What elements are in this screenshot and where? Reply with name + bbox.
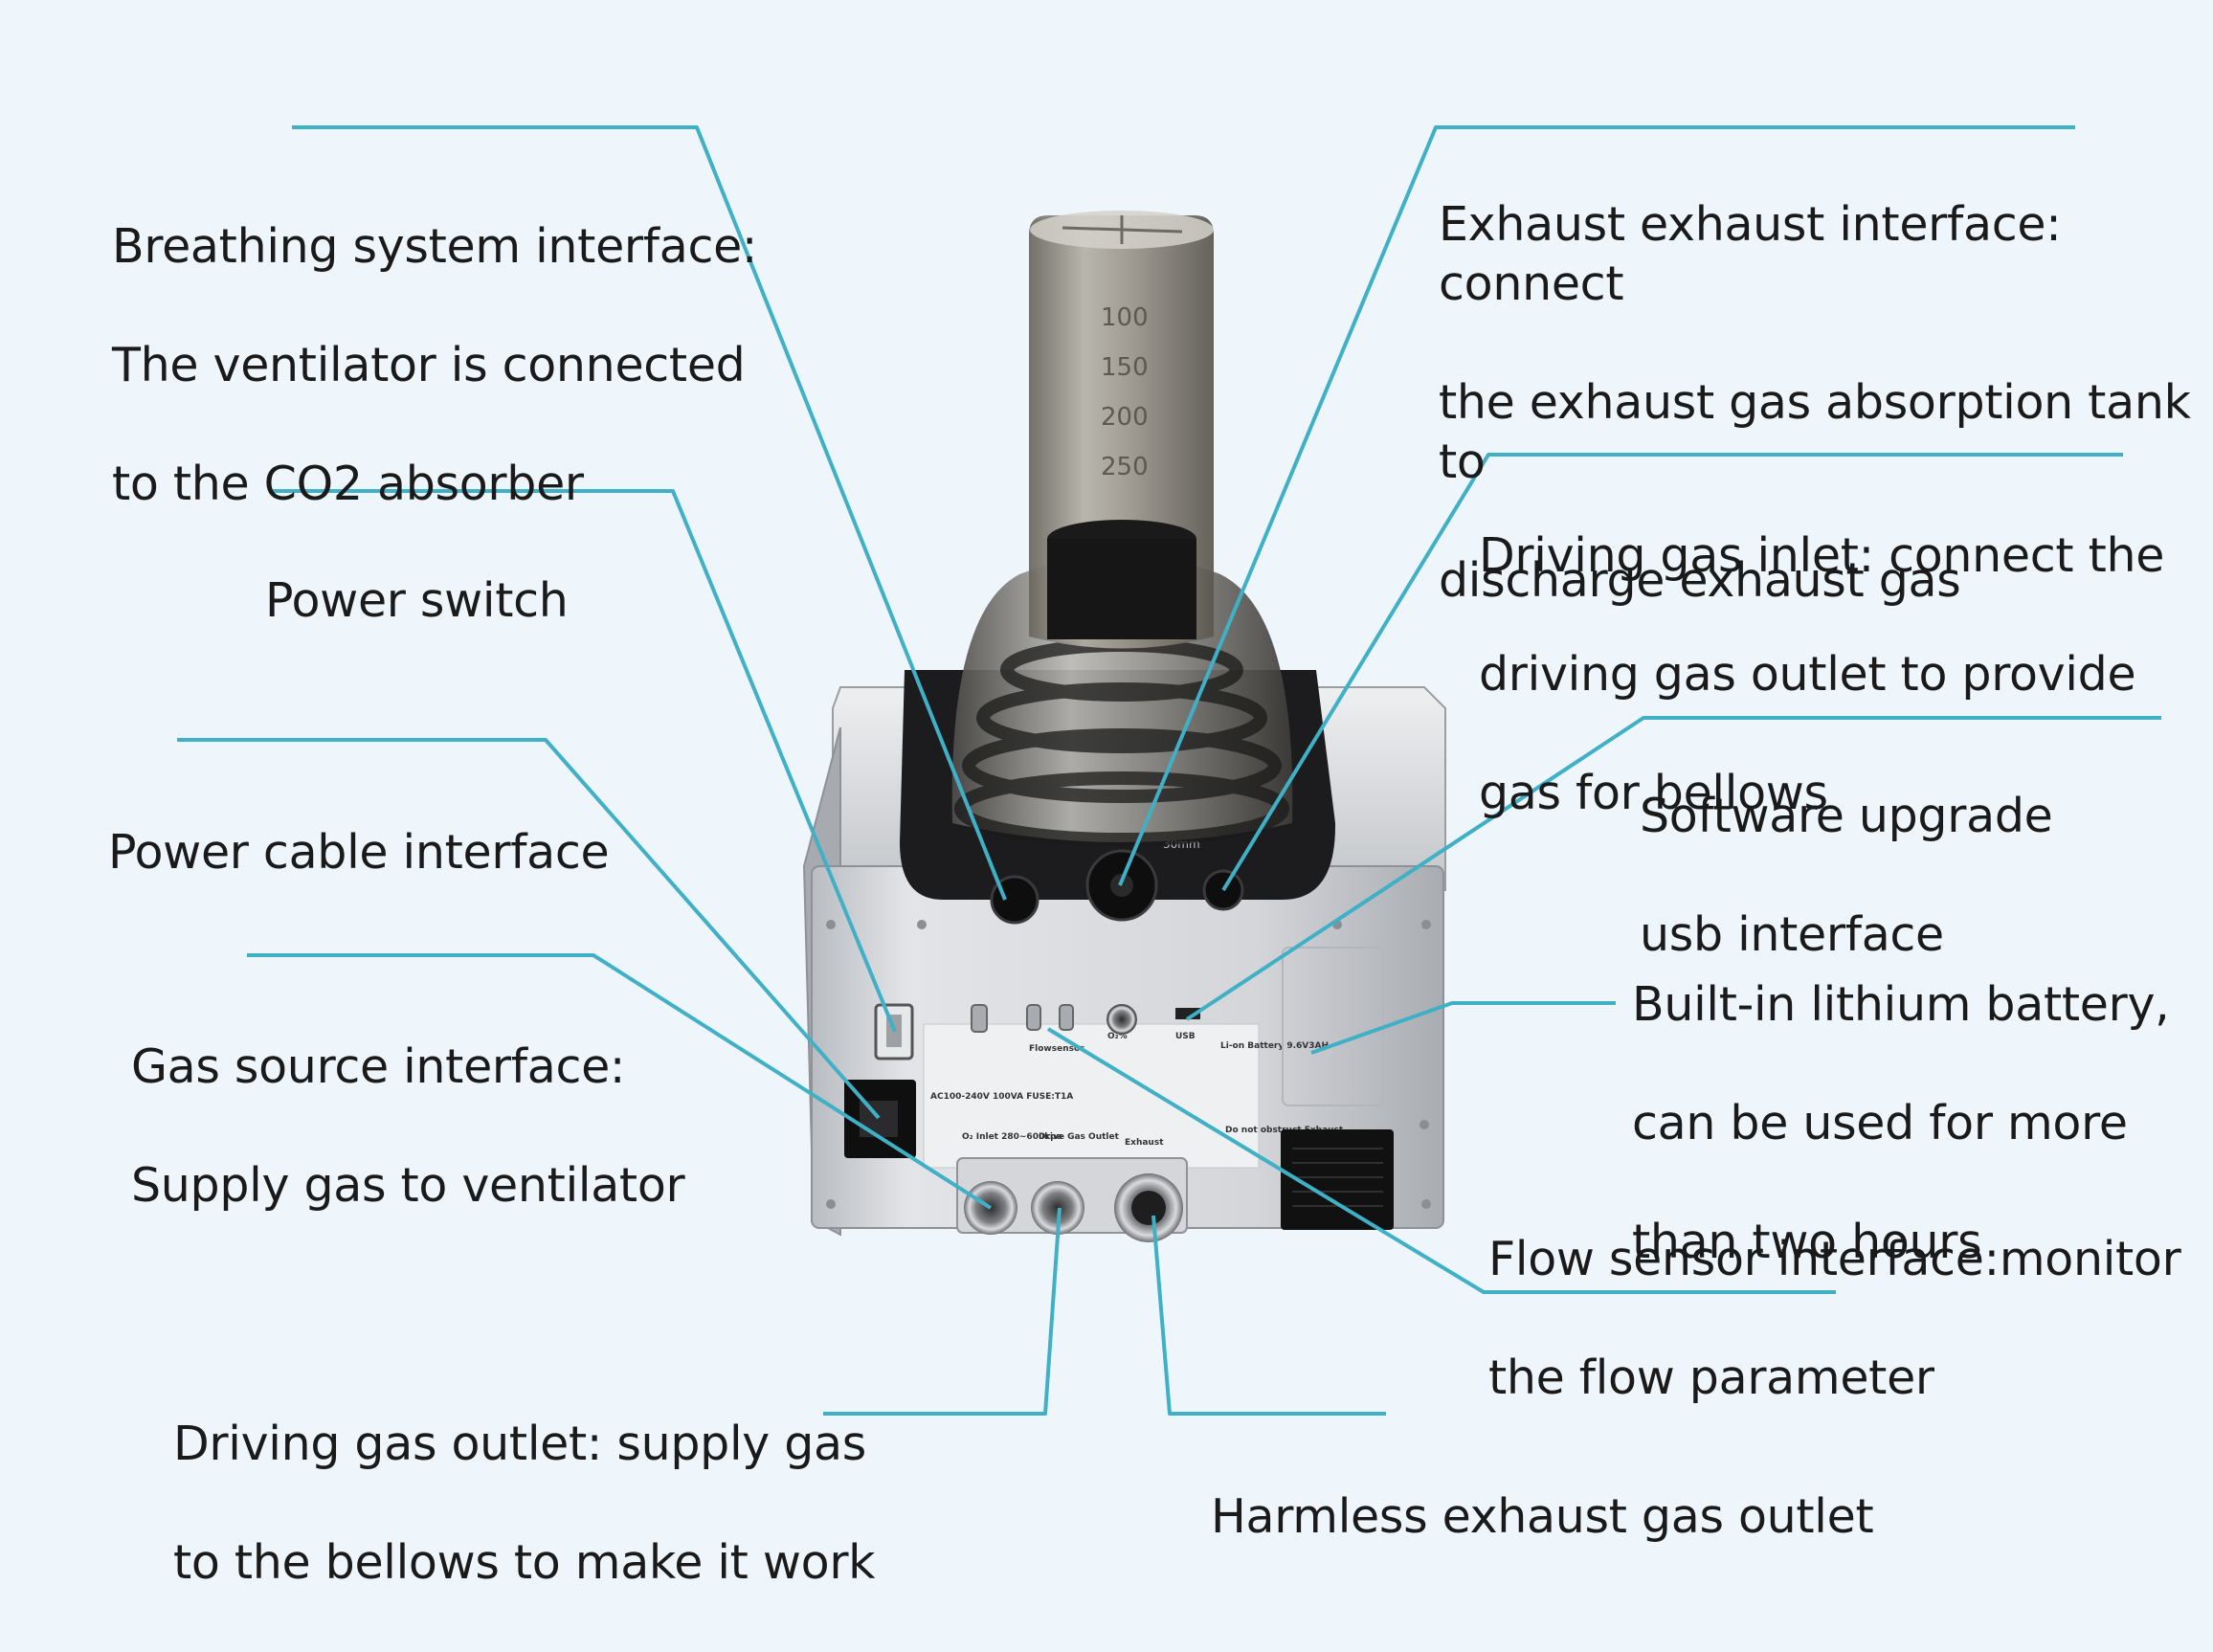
scale-mark-200: 200 [1101,403,1149,432]
callout-driving-gas-outlet: Driving gas outlet: supply gas to the be… [173,1355,876,1652]
callout-driving-gas-outlet-line-1: Driving gas outlet: supply gas [173,1417,867,1471]
cooling-fan [1281,1129,1394,1230]
callout-battery-line-3: than two hours [1632,1215,1982,1269]
leader-software-upgrade [1185,716,2161,1021]
leader-driving-gas-inlet [1221,453,2123,892]
panel-drive-gas-label: Drive Gas Outlet [1039,1132,1120,1142]
callout-exhaust-interface: Exhaust exhaust interface: connect the e… [1439,136,2213,670]
panel-exhaust-label: Exhaust [1125,1138,1164,1148]
panel-o2-label: O₂% [1107,1032,1128,1041]
callout-power-cable: Power cable interface [108,764,610,942]
callout-driving-gas-outlet-line-2: to the bellows to make it work [173,1535,876,1590]
callout-exhaust-interface-line-2: the exhaust gas absorption tank to [1439,375,2191,489]
scale-mark-150: 150 [1101,353,1149,382]
bellows-scale: 100 150 200 250 [1101,303,1149,481]
callout-battery-line-2: can be used for more [1632,1096,2128,1150]
inner-bellows [1047,539,1196,639]
callout-power-switch-line-1: Power switch [265,573,569,628]
leader-harmless-exhaust [1151,1215,1386,1416]
leader-flow-sensor [1046,1027,1836,1294]
panel-usb-label: USB [1175,1032,1196,1041]
callout-breathing-system-line-3: to the CO2 absorber [112,457,584,511]
panel-connectors [971,1004,1200,1035]
device-screws [826,920,1431,1209]
callout-driving-gas-inlet-line-3: gas for bellows [1479,766,1828,820]
callout-flow-sensor: Flow sensor interface:monitor the flow p… [1488,1171,2181,1467]
callout-software-upgrade-line-1: Software upgrade [1640,789,2053,843]
callout-software-upgrade: Software upgrade usb interface [1640,727,2053,1024]
callout-gas-source-line-1: Gas source interface: [131,1039,626,1094]
leader-battery [1310,1001,1616,1055]
callout-software-upgrade-line-2: usb interface [1640,907,1944,962]
callout-harmless-exhaust-line-1: Harmless exhaust gas outlet [1211,1489,1874,1544]
panel-label-sticker [923,1023,1260,1169]
callout-driving-gas-inlet-line-1: Driving gas inlet: connect the [1479,528,2165,583]
leader-power-switch [273,489,897,1033]
callout-flow-sensor-line-1: Flow sensor interface:monitor [1488,1232,2181,1286]
callout-power-cable-line-1: Power cable interface [108,825,610,880]
diagram-canvas: 30mm 100 150 200 [108,125,2213,1590]
callout-flow-sensor-line-2: the flow parameter [1488,1351,1934,1405]
callout-exhaust-interface-line-3: discharge exhaust gas [1439,553,1961,608]
panel-flowsensor-label: Flowsensor [1029,1044,1084,1054]
callout-breathing-system-line-2: The ventilator is connected [112,338,746,392]
leader-exhaust-interface [1118,125,2075,886]
power-socket-inner [860,1101,898,1137]
cylinder-cap-rib-2 [1062,226,1183,234]
panel-power-label: AC100-240V 100VA FUSE:T1A [930,1092,1073,1102]
scale-mark-100: 100 [1101,303,1149,332]
leader-driving-gas-outlet [823,1207,1062,1416]
ventilator-diagram: 30mm 100 150 200 [177,125,2161,1416]
callout-driving-gas-inlet: Driving gas inlet: connect the driving g… [1479,467,2164,882]
callout-breathing-system-line-1: Breathing system interface: [112,219,758,274]
bellows-folds [954,638,1289,846]
panel-o2-inlet-label: O₂ Inlet 280~600kpa [962,1132,1062,1142]
panel-battery-label: Li-on Battery 9.6V3AH [1220,1041,1329,1051]
leader-power-cable [177,738,881,1120]
leader-gas-source [247,953,993,1210]
callout-power-switch: Power switch [265,512,569,690]
callout-battery-line-1: Built-in lithium battery, [1632,977,2170,1032]
scale-mark-250: 250 [1101,453,1149,481]
leader-lines [177,125,2161,1416]
callout-battery: Built-in lithium battery, can be used fo… [1632,916,2170,1331]
ventilator-device: 30mm 100 150 200 [802,211,1446,1242]
callout-gas-source: Gas source interface: Supply gas to vent… [131,978,685,1275]
callout-exhaust-interface-line-1: Exhaust exhaust interface: connect [1439,197,2062,311]
callout-gas-source-line-2: Supply gas to ventilator [131,1158,685,1213]
callout-breathing-system: Breathing system interface: The ventilat… [112,158,757,573]
leader-breathing-system [292,125,1007,901]
callout-driving-gas-inlet-line-2: driving gas outlet to provide [1479,647,2136,702]
callout-harmless-exhaust: Harmless exhaust gas outlet [1211,1428,1874,1606]
